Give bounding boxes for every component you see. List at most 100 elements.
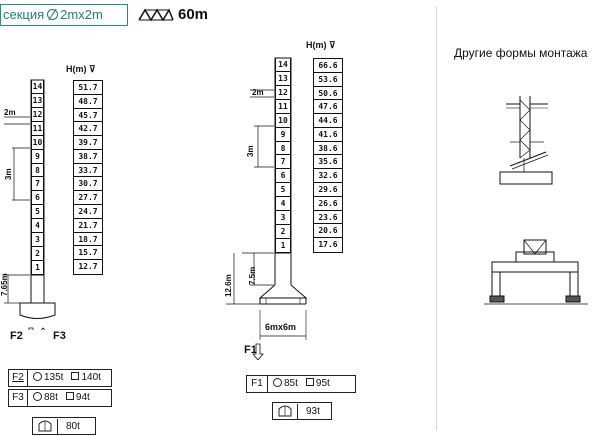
section-prefix: секция	[3, 7, 45, 22]
left-height-cell: 39.7	[74, 136, 102, 150]
left-height-cell: 51.7	[74, 81, 102, 95]
left-height-cell: 30.7	[74, 177, 102, 192]
right-mast-section: 10	[275, 113, 291, 128]
other-forms-title: Другие формы монтажа	[454, 46, 588, 60]
left-height-cell: 38.7	[74, 150, 102, 164]
right-mast-section: 1	[275, 238, 291, 253]
left-height-cell: 42.7	[74, 122, 102, 137]
right-height-cell: 32.6	[314, 169, 342, 184]
diameter-icon	[47, 9, 59, 20]
left-mast-section: 14	[31, 80, 44, 94]
right-height-cell: 20.6	[314, 224, 342, 239]
left-mast-section: 5	[31, 205, 44, 220]
right-mast-section: 14	[275, 58, 291, 72]
circle-icon	[273, 378, 282, 387]
left-mast-section: 8	[31, 163, 44, 178]
right-height-cell: 26.6	[314, 197, 342, 211]
right-h-header-text: H(m)	[306, 40, 327, 50]
left-mast-section: 9	[31, 149, 44, 164]
right-height-cell: 66.6	[314, 59, 342, 73]
left-force-f2: F2	[10, 330, 23, 342]
lattice-icon	[138, 8, 174, 22]
right-dim-126: 12.6m	[224, 274, 233, 297]
right-height-cell: 17.6	[318, 240, 338, 250]
load-row-left-weight: 80t	[32, 417, 96, 435]
left-force-f3: F3	[53, 330, 66, 342]
load-f1-square: 95t	[315, 378, 330, 389]
left-h-header: H(m) ⊽	[66, 64, 96, 75]
right-mast-section: 12	[275, 85, 291, 100]
square-icon	[71, 372, 80, 380]
left-mast-section: 12	[31, 107, 44, 122]
left-height-cell: 33.7	[74, 164, 102, 178]
right-height-cell: 38.6	[314, 142, 342, 156]
left-height-cell: 12.7	[78, 262, 98, 272]
right-mast-section: 7	[275, 155, 291, 170]
right-weight-value: 93t	[297, 404, 320, 420]
left-mast-section: 4	[31, 219, 44, 234]
left-mast-section: 2	[31, 247, 44, 261]
right-height-cell: 23.6	[314, 211, 342, 225]
left-height-cell: 24.7	[74, 205, 102, 219]
right-force-f1: F1	[244, 344, 257, 356]
circle-icon	[33, 372, 42, 381]
right-height-cell: 35.6	[314, 155, 342, 170]
left-dim-2m: 2m	[4, 108, 16, 117]
right-mast-section: 2	[275, 225, 291, 239]
left-dim-base: 7.65m	[0, 273, 9, 296]
left-mast-section: 1	[31, 260, 44, 275]
load-row-right-weight: 93t	[272, 402, 332, 420]
right-dim-75: 7.5m	[248, 266, 257, 285]
load-f2-square: 140t	[81, 372, 101, 383]
left-weight-value: 80t	[57, 419, 80, 435]
right-height-cell: 44.6	[314, 114, 342, 128]
load-row-f2: F2 135t 140t	[8, 369, 112, 387]
load-f3-square: 94t	[75, 392, 90, 403]
right-height-cell: 29.6	[314, 183, 342, 197]
left-mast-section: 6	[31, 191, 44, 206]
right-mast-section: 6	[275, 169, 291, 184]
right-dim-3m: 3m	[246, 145, 255, 157]
right-h-header: H(m) ⊽	[306, 40, 336, 51]
right-mast-section: 3	[275, 211, 291, 226]
right-mast-section: 11	[275, 99, 291, 114]
weight-icon	[278, 405, 292, 417]
load-f1-circle: 85t	[284, 378, 298, 389]
left-height-cell: 48.7	[74, 95, 102, 109]
right-mast-section: 8	[275, 141, 291, 156]
square-icon	[65, 392, 74, 400]
square-icon	[305, 378, 314, 386]
right-height-cell: 47.6	[314, 100, 342, 115]
hook-icon: ⊽	[329, 40, 336, 50]
left-tower-drawing	[4, 79, 56, 330]
left-height-cell: 45.7	[74, 109, 102, 123]
load-f2-circle: 135t	[44, 372, 64, 383]
right-dim-2m: 2m	[252, 88, 264, 97]
section-size-box: секция 2mx2m	[0, 4, 128, 26]
max-height: 60m	[178, 6, 209, 23]
left-height-cell: 18.7	[74, 233, 102, 247]
left-height-cell: 21.7	[74, 219, 102, 233]
divider	[436, 6, 437, 430]
right-mast-section: 9	[275, 127, 291, 142]
left-mast-section: 3	[31, 233, 44, 248]
right-tower-drawing	[226, 57, 308, 360]
left-mast-section: 13	[31, 93, 44, 108]
left-height-cell: 27.7	[74, 191, 102, 206]
section-size: 2mx2m	[60, 7, 103, 22]
left-mast-section: 10	[31, 135, 44, 150]
right-base-size: 6mx6m	[265, 322, 297, 332]
weight-icon	[38, 420, 52, 432]
load-f2-label: F2	[9, 370, 28, 386]
right-height-cell: 41.6	[314, 128, 342, 142]
left-height-cell: 15.7	[74, 246, 102, 261]
load-f3-label: F3	[9, 390, 28, 406]
circle-icon	[33, 392, 42, 401]
right-mast-section: 13	[275, 71, 291, 86]
right-mast-section: 5	[275, 183, 291, 198]
left-mast-section: 11	[31, 121, 44, 136]
